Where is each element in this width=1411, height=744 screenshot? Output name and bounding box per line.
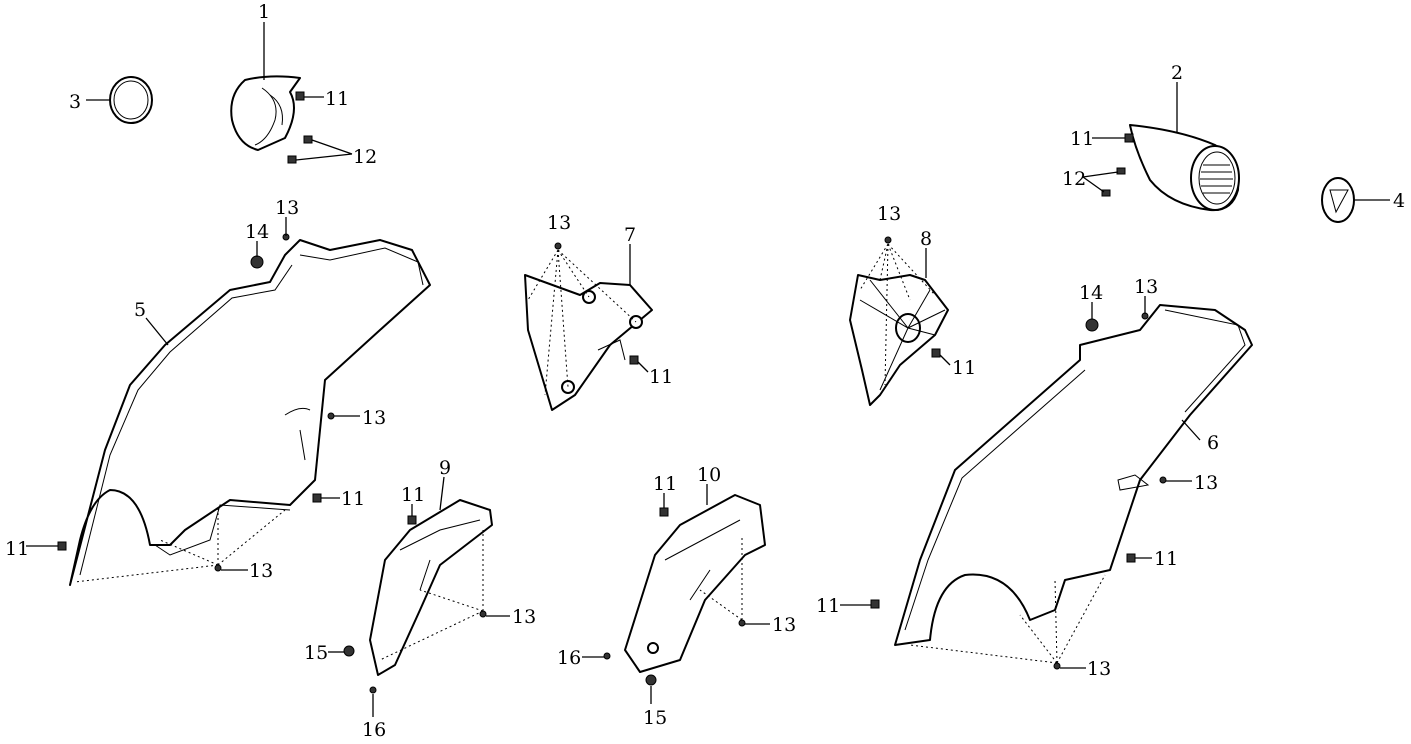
callout: 13 <box>772 614 796 636</box>
callout: 6 <box>1207 432 1219 454</box>
callout: 11 <box>5 538 29 560</box>
callout: 11 <box>816 595 840 617</box>
callout: 13 <box>1194 472 1218 494</box>
callout: 11 <box>325 88 349 110</box>
callout: 11 <box>341 488 365 510</box>
leader-lines <box>26 22 1390 717</box>
fasteners <box>57 91 1167 694</box>
callout: 3 <box>69 91 81 113</box>
part-10-lower-bracket <box>624 494 766 673</box>
part-1-left-cover <box>230 75 301 151</box>
callout: 13 <box>275 197 299 219</box>
callout-labels: 1 3 11 12 2 11 12 4 13 14 5 13 7 11 13 8… <box>5 1 1405 741</box>
fastener-dotted-lines <box>74 243 1106 664</box>
callout: 11 <box>653 473 677 495</box>
callout: 9 <box>439 457 451 479</box>
callout: 13 <box>512 606 536 628</box>
callout: 7 <box>624 224 636 246</box>
callout: 16 <box>557 647 581 669</box>
callout: 11 <box>401 484 425 506</box>
callout: 1 <box>258 1 270 23</box>
callout: 15 <box>643 707 667 729</box>
part-9-lower-bracket <box>369 499 493 676</box>
callout: 11 <box>1070 128 1094 150</box>
callout: 14 <box>1079 282 1103 304</box>
callout: 13 <box>547 212 571 234</box>
callout: 12 <box>353 146 377 168</box>
callout: 10 <box>697 464 721 486</box>
part-4-emblem <box>1321 177 1355 223</box>
part-3-ring <box>109 76 153 124</box>
callout: 15 <box>304 642 328 664</box>
part-5-left-side-panel <box>69 239 431 586</box>
callout: 11 <box>1154 548 1178 570</box>
callout: 13 <box>1134 276 1158 298</box>
callout: 11 <box>649 366 673 388</box>
callout: 13 <box>1087 658 1111 680</box>
callout: 13 <box>249 560 273 582</box>
callout: 13 <box>362 407 386 429</box>
callout: 8 <box>920 228 932 250</box>
callout: 11 <box>952 357 976 379</box>
part-7-bracket <box>524 274 653 411</box>
callout: 4 <box>1393 190 1405 212</box>
part-8-inner-panel <box>849 274 949 406</box>
callout: 14 <box>245 221 269 243</box>
part-6-right-side-panel <box>894 304 1253 646</box>
callout: 12 <box>1062 168 1086 190</box>
callout: 13 <box>877 203 901 225</box>
part-2-right-cover <box>1129 124 1240 212</box>
callout: 2 <box>1171 62 1183 84</box>
callout: 16 <box>362 719 386 741</box>
callout: 5 <box>134 299 146 321</box>
